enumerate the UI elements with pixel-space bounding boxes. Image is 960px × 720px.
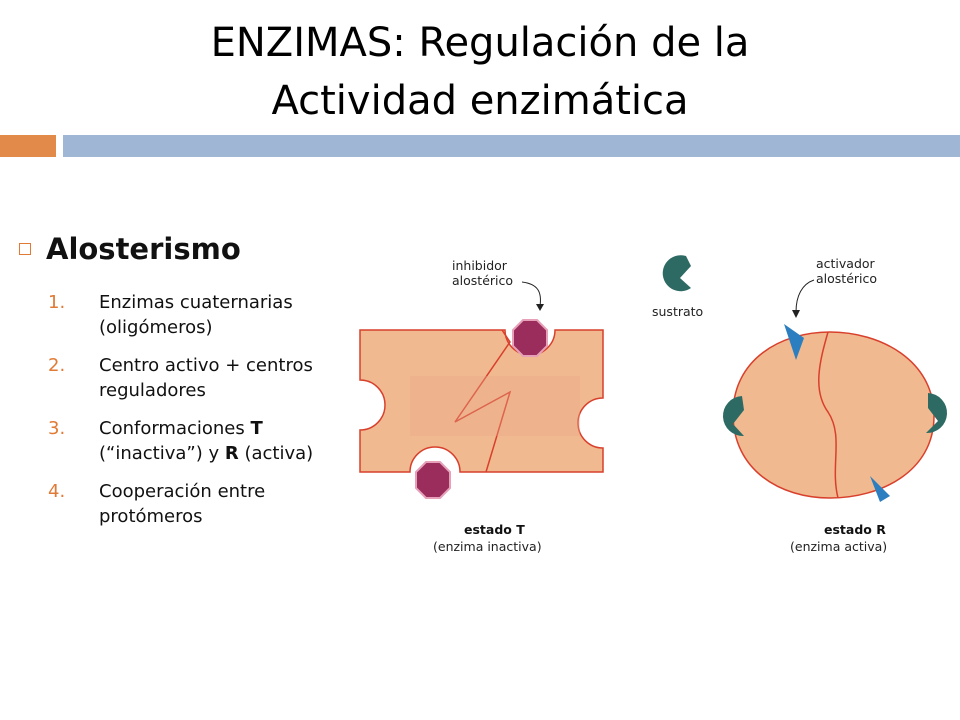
slide-title: ENZIMAS: Regulación de la Actividad enzi…: [0, 14, 960, 130]
state-r-letter: R: [224, 443, 239, 464]
inhibitor-arrow: [521, 281, 541, 307]
activator-bottom-shape: [870, 476, 890, 502]
state-t-subtitle: (enzima inactiva): [433, 539, 542, 554]
state-t-letter: T: [250, 418, 263, 439]
list-item: 1. Enzimas cuaternarias (oligómeros): [48, 290, 348, 340]
list-number: 4.: [48, 481, 66, 502]
section-heading: Alosterismo: [46, 232, 241, 266]
activator-top-shape: [784, 324, 804, 360]
list-text: Cooperación entre protómeros: [99, 481, 266, 527]
substrate-right-shape: [926, 393, 948, 434]
substrate-label: sustrato: [652, 304, 703, 319]
state-t-title: estado T: [464, 522, 525, 537]
list-text-post: (activa): [238, 443, 314, 464]
state-r-title: estado R: [824, 522, 886, 537]
list-number: 2.: [48, 355, 66, 376]
title-line-2: Actividad enzimática: [271, 78, 689, 124]
list-text: Enzimas cuaternarias (oligómeros): [99, 292, 293, 338]
enzyme-r-body: [732, 331, 935, 499]
list-text: Centro activo + centros reguladores: [99, 355, 313, 401]
title-accent-bar: [0, 135, 56, 157]
inhibitor-top-shape: [512, 319, 548, 357]
allosteric-figure: inhibidor alostérico estado T (enzima in…: [359, 255, 948, 554]
substrate-legend-shape: [662, 255, 691, 292]
inhibitor-bottom-shape: [415, 461, 451, 499]
numbered-list: 1. Enzimas cuaternarias (oligómeros) 2. …: [48, 290, 348, 542]
faded-text-area: [410, 376, 580, 436]
list-text-pre: Conformaciones: [99, 418, 251, 439]
activator-label-1: activador: [816, 256, 876, 271]
activator-label-2: alostérico: [816, 271, 877, 286]
square-bullet-icon: [19, 243, 31, 255]
inhibitor-arrowhead: [536, 304, 544, 311]
title-line-1: ENZIMAS: Regulación de la: [210, 20, 750, 66]
activator-arrow: [795, 279, 815, 313]
state-r-subtitle: (enzima activa): [790, 539, 887, 554]
substrate-left-shape: [722, 396, 744, 437]
enzyme-t-body: [359, 329, 604, 473]
list-text: Conformaciones T (“inactiva”) y R (activ…: [99, 416, 348, 466]
inhibitor-label-1: inhibidor: [452, 258, 508, 273]
enzyme-r-divider: [818, 331, 839, 499]
list-number: 1.: [48, 292, 66, 313]
inhibitor-label-2: alostérico: [452, 273, 513, 288]
enzyme-t-divider: [454, 329, 512, 473]
list-item: 2. Centro activo + centros reguladores: [48, 353, 348, 403]
list-text-mid: (“inactiva”) y: [99, 443, 225, 464]
list-item: 4. Cooperación entre protómeros: [48, 479, 348, 529]
title-rule-bar: [63, 135, 960, 157]
activator-arrowhead: [792, 310, 800, 318]
list-item: 3. Conformaciones T (“inactiva”) y R (ac…: [48, 416, 348, 466]
list-number: 3.: [48, 418, 66, 439]
